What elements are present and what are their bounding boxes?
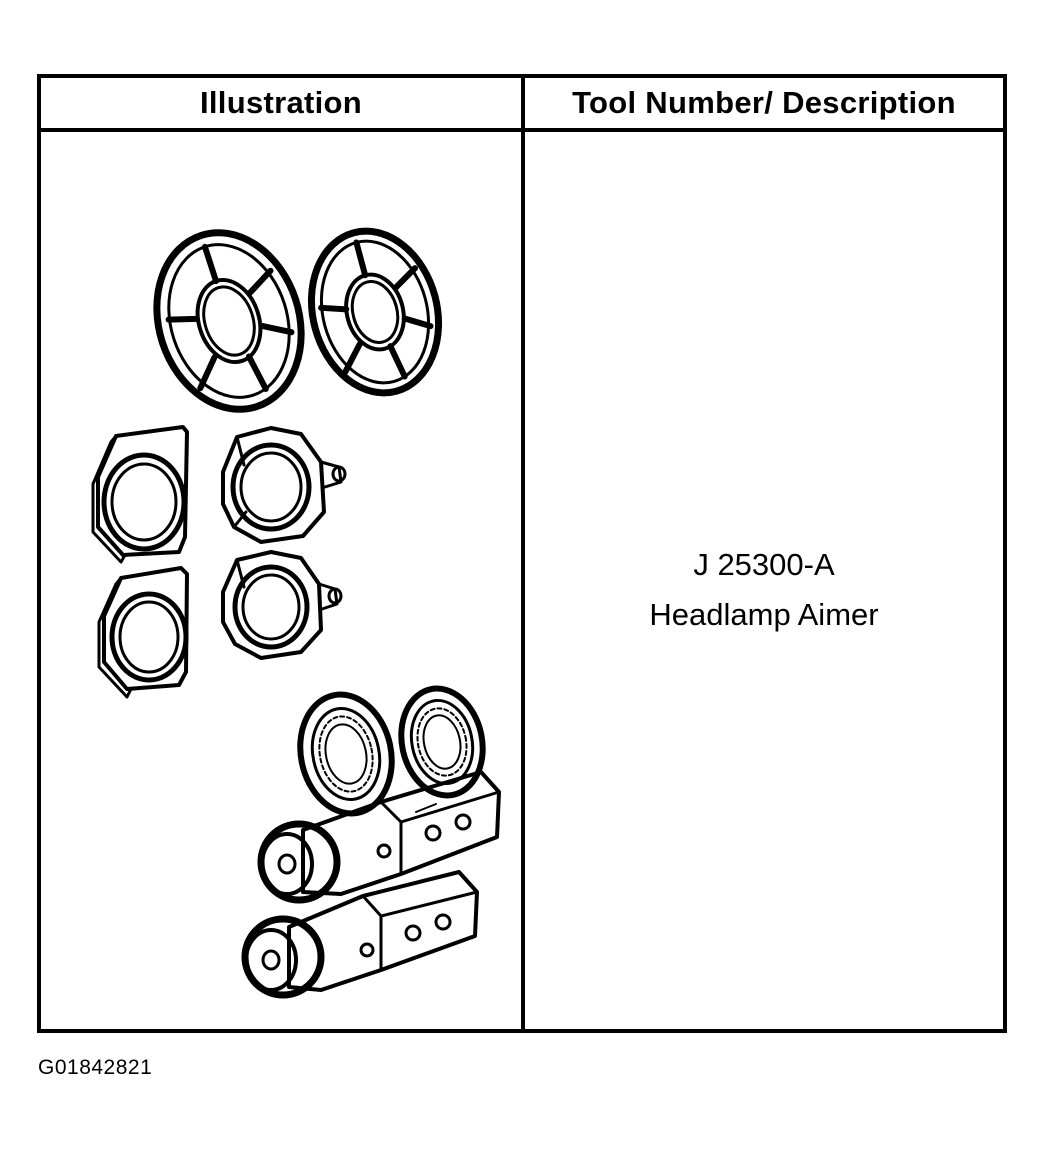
- tool-description-cell: J 25300-A Headlamp Aimer: [525, 540, 1003, 640]
- large-adapter-ring-icon: [307, 227, 443, 397]
- rectangular-adapter-icon: [91, 425, 189, 564]
- tool-number: J 25300-A: [693, 547, 835, 582]
- aimer-body-icon: [241, 870, 479, 999]
- headlamp-aimer-illustration: [91, 227, 501, 999]
- clamp-adapter-icon: [221, 550, 343, 660]
- figure-id: G01842821: [38, 1056, 153, 1079]
- illustration-header: Illustration: [199, 85, 363, 120]
- small-adapter-ring-icon: [398, 685, 486, 799]
- small-adapter-ring-icon: [297, 691, 395, 817]
- tool-header: Tool Number/ Description: [572, 85, 956, 120]
- rectangular-adapter-icon: [97, 566, 189, 699]
- tool-table: Illustration Tool Number/ Description: [37, 74, 1007, 1033]
- large-adapter-ring-icon: [153, 229, 305, 413]
- aimer-body-icon: [257, 770, 501, 904]
- clamp-adapter-icon: [221, 426, 347, 544]
- tool-name: Headlamp Aimer: [649, 597, 879, 632]
- column-divider: [521, 78, 525, 1029]
